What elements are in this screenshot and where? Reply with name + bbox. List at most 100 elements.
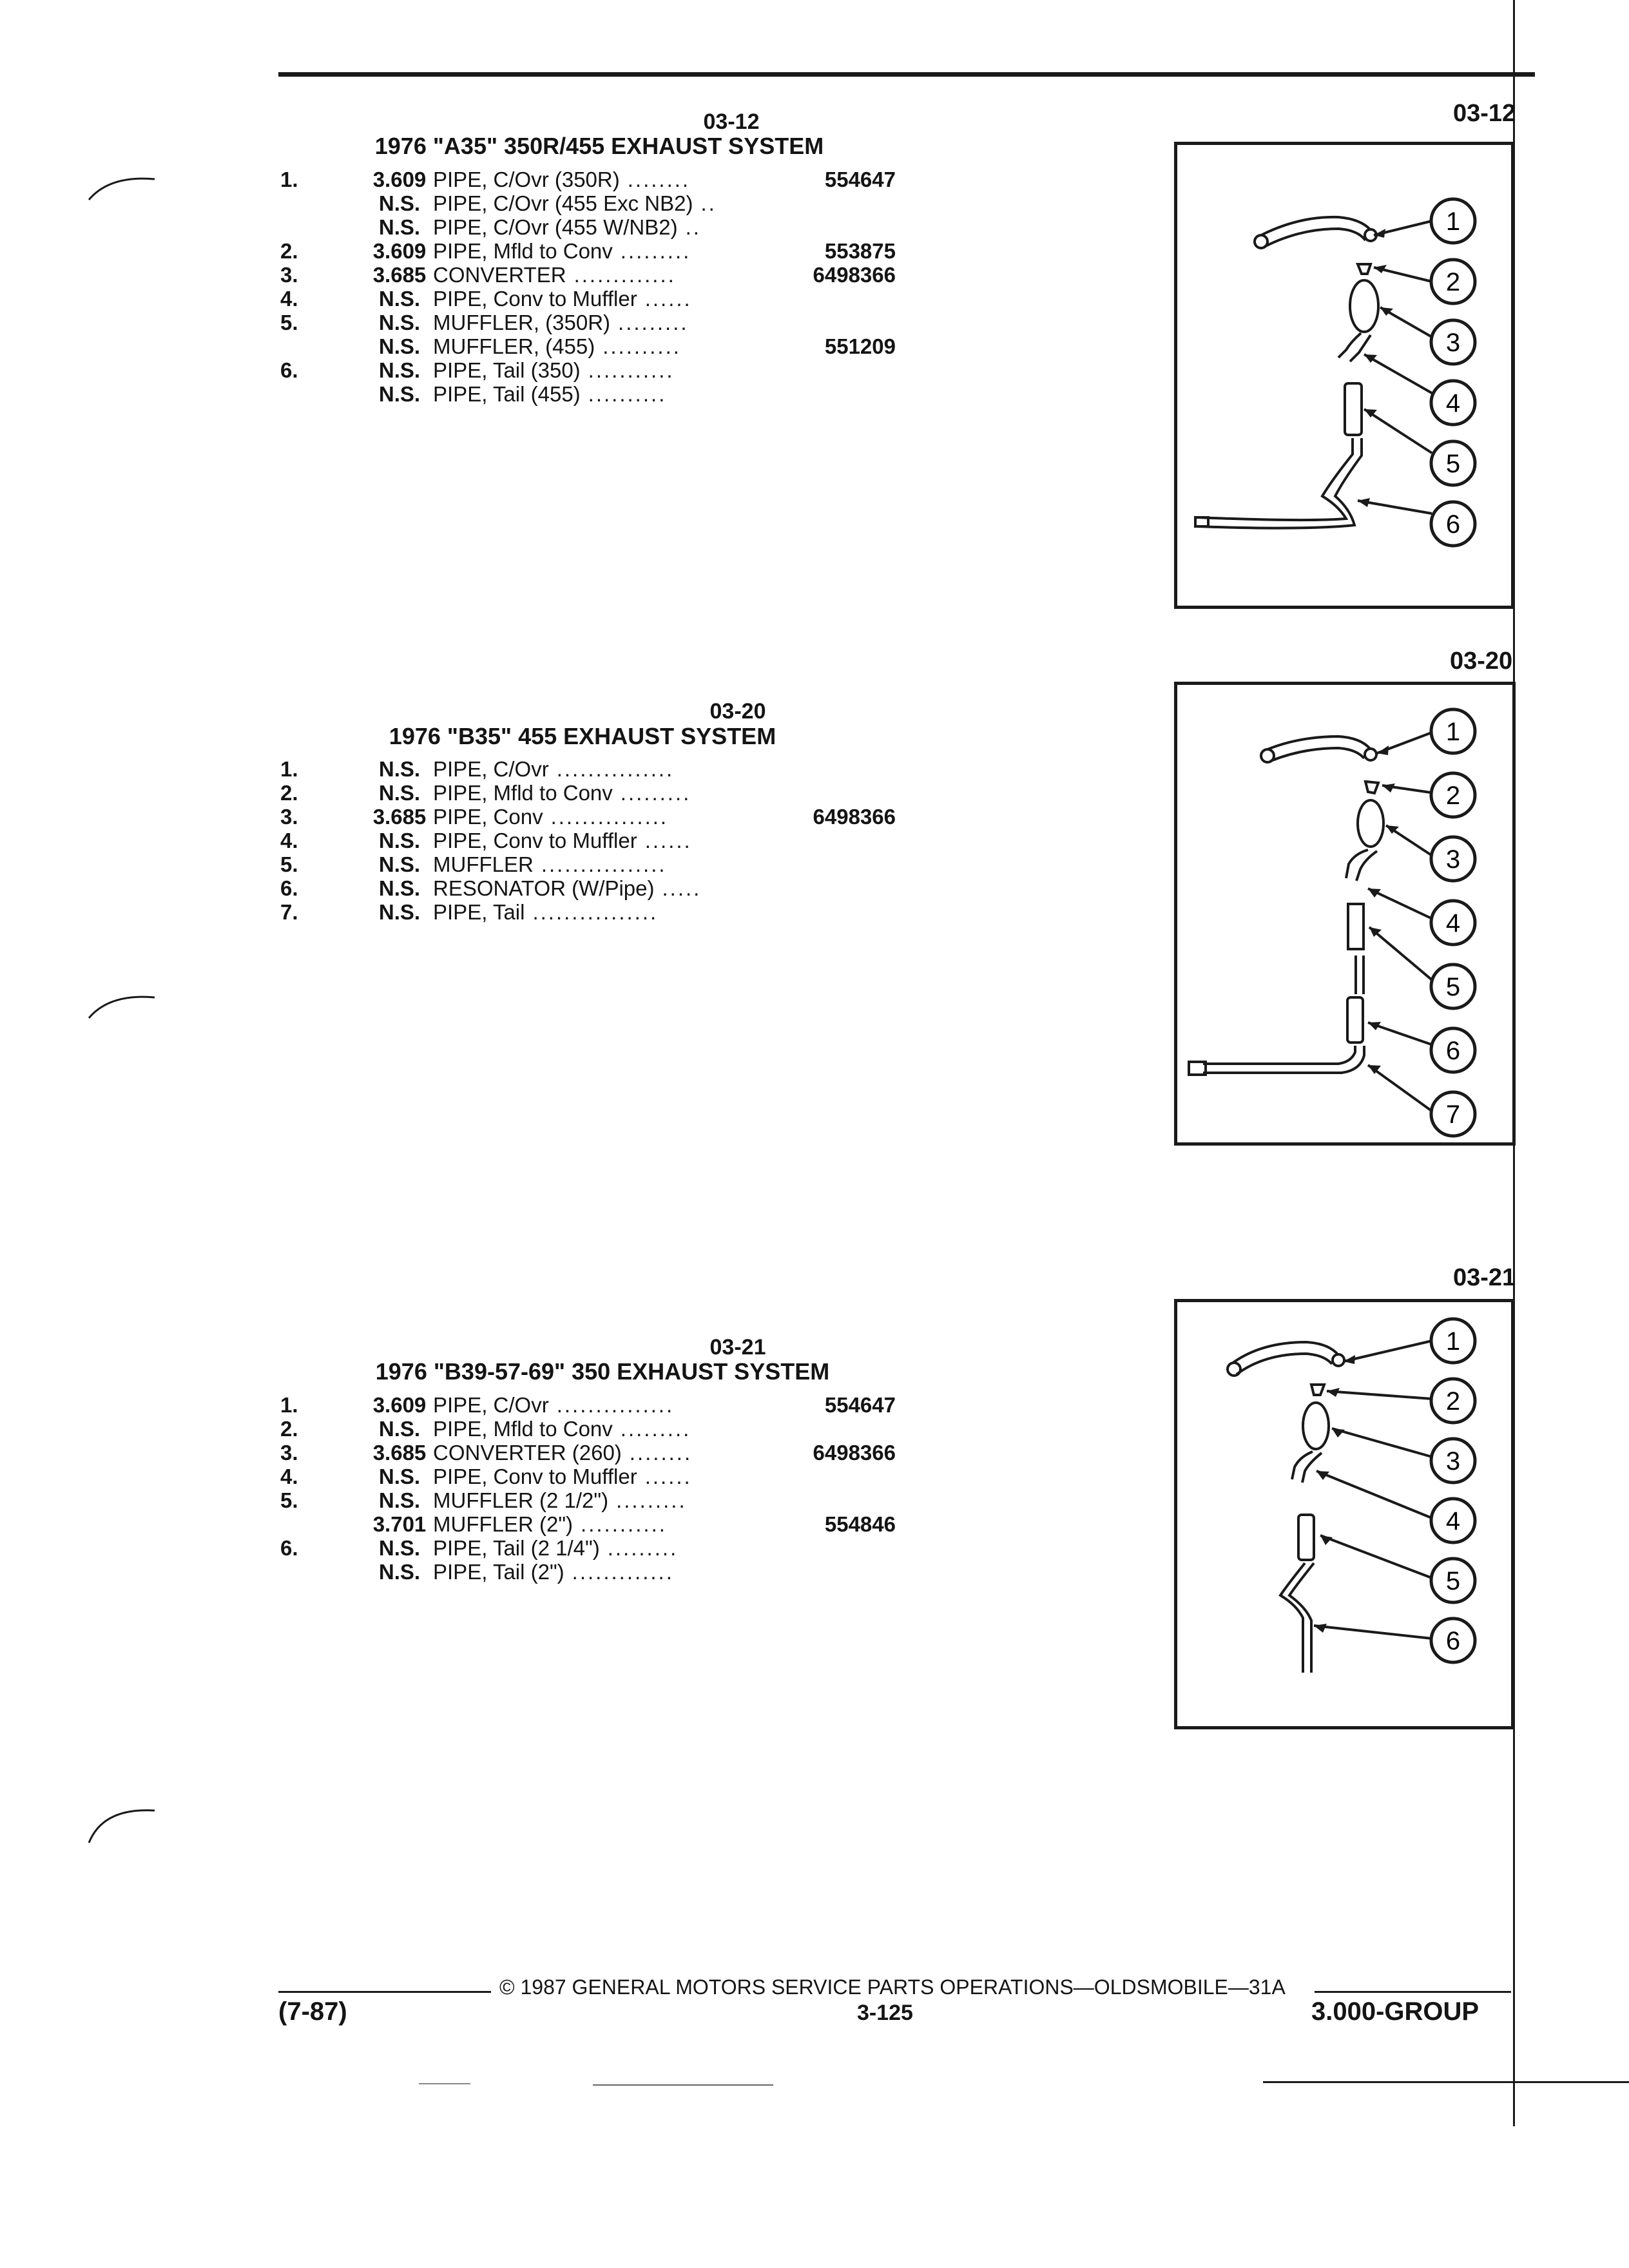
callout-number: 7 <box>1446 1100 1460 1129</box>
group-number: N.S. <box>378 757 421 781</box>
part-number: 551209 <box>824 334 896 358</box>
leader-dots: ......... <box>607 1536 679 1560</box>
part-name: PIPE, C/Ovr <box>433 757 549 781</box>
part-description: CONVERTER............. <box>433 263 676 287</box>
part-description: PIPE, Tail (2 1/4")......... <box>433 1536 678 1560</box>
callout-number: 4 <box>1446 1507 1460 1535</box>
part-description: PIPE, Conv............... <box>433 805 668 829</box>
bottom-line <box>419 2083 470 2084</box>
part-description: PIPE, Tail................ <box>433 900 658 924</box>
callout-number: 6 <box>1446 510 1460 539</box>
part-name: PIPE, Mfld to Conv <box>433 239 613 263</box>
part-number: 554647 <box>824 168 896 191</box>
part-name: PIPE, Tail <box>433 900 525 924</box>
item-number: 5. <box>280 1488 298 1512</box>
part-description: PIPE, Mfld to Conv......... <box>433 239 691 263</box>
section-title: 1976 "A35" 350R/455 EXHAUST SYSTEM <box>374 133 824 159</box>
group-number: N.S. <box>378 287 421 311</box>
group-number: N.S. <box>378 1465 421 1488</box>
item-number: 6. <box>280 876 298 900</box>
part-description: PIPE, Conv to Muffler...... <box>433 829 692 852</box>
figure-tag: 03-20 <box>1450 648 1513 675</box>
callout-circle <box>1429 1437 1477 1485</box>
part-description: PIPE, Tail (2")............. <box>433 1560 674 1584</box>
callout-number: 2 <box>1446 782 1460 810</box>
margin-mark <box>88 177 155 200</box>
part-name: MUFFLER (2") <box>433 1512 574 1536</box>
leader-dots: .. <box>685 215 701 239</box>
leader-dots: ...... <box>644 1465 692 1488</box>
leader-dots: ......... <box>620 781 691 805</box>
group-number: 3.685 <box>372 805 427 829</box>
group-number: N.S. <box>378 900 421 924</box>
group-number: N.S. <box>378 876 421 900</box>
part-description: PIPE, C/Ovr............... <box>433 757 674 781</box>
callout-circle <box>1429 1497 1477 1544</box>
part-description: CONVERTER (260)........ <box>433 1441 692 1465</box>
top-rule <box>278 72 1535 77</box>
callout-number: 1 <box>1446 1327 1460 1356</box>
callout-circle <box>1429 439 1477 487</box>
leader-dots: ................ <box>541 852 667 876</box>
part-number: 6498366 <box>813 805 896 829</box>
callout-number: 5 <box>1446 973 1460 1001</box>
part-name: PIPE, C/Ovr (455 W/NB2) <box>433 215 678 239</box>
callout-circle <box>1429 500 1477 548</box>
part-name: PIPE, Conv to Muffler <box>433 287 637 311</box>
leader-dots: ........ <box>629 1441 693 1465</box>
group-number: 3.685 <box>372 1441 427 1465</box>
callout-circle <box>1429 707 1477 755</box>
leader-dots: ........ <box>627 168 691 191</box>
leader-dots: ........... <box>588 358 675 382</box>
group-number: N.S. <box>378 358 421 382</box>
part-name: PIPE, Tail (455) <box>433 382 581 406</box>
leader-dots: ......... <box>616 1488 687 1512</box>
leader-dots: .......... <box>588 382 667 406</box>
part-description: PIPE, Mfld to Conv......... <box>433 781 691 805</box>
part-name: MUFFLER, (350R) <box>433 311 611 334</box>
item-number: 1. <box>280 757 298 781</box>
part-description: PIPE, C/Ovr (455 W/NB2).. <box>433 215 701 239</box>
callout-circle <box>1429 258 1477 305</box>
figure-tag: 03-12 <box>1453 100 1516 127</box>
footer-rule-right <box>1315 1991 1511 1993</box>
part-name: PIPE, C/Ovr <box>433 1393 549 1417</box>
group-number: 3.701 <box>372 1512 427 1536</box>
revision-date: (7-87) <box>278 1997 347 2026</box>
margin-mark <box>88 995 155 1019</box>
leader-dots: ............... <box>550 805 669 829</box>
callout-number: 4 <box>1446 909 1460 937</box>
section-title: 1976 "B39-57-69" 350 EXHAUST SYSTEM <box>375 1358 830 1385</box>
item-number: 3. <box>280 1441 298 1465</box>
part-number: 6498366 <box>813 1441 896 1465</box>
callout-circle <box>1429 379 1477 427</box>
part-name: MUFFLER <box>433 852 534 876</box>
callout-circle <box>1429 835 1477 883</box>
bottom-line <box>593 2084 773 2086</box>
group-number: N.S. <box>378 1560 421 1584</box>
part-description: PIPE, Tail (350)........... <box>433 358 675 382</box>
part-description: RESONATOR (W/Pipe)..... <box>433 876 701 900</box>
callout-number: 6 <box>1446 1037 1460 1065</box>
part-name: PIPE, Mfld to Conv <box>433 781 613 805</box>
callout-number: 5 <box>1446 1567 1460 1595</box>
callout-number: 5 <box>1446 450 1460 478</box>
item-number: 4. <box>280 829 298 852</box>
leader-dots: ......... <box>620 1417 691 1441</box>
leader-dots: ........... <box>581 1512 667 1536</box>
callout-number: 3 <box>1446 1447 1460 1475</box>
callout-number: 3 <box>1446 329 1460 357</box>
group-number: N.S. <box>378 1536 421 1560</box>
part-description: MUFFLER................ <box>433 852 667 876</box>
leader-dots: ............. <box>572 1560 674 1584</box>
part-name: PIPE, Tail (2 1/4") <box>433 1536 600 1560</box>
part-name: PIPE, C/Ovr (350R) <box>433 168 620 191</box>
group-number: 3.609 <box>372 239 427 263</box>
callout-circle <box>1429 899 1477 947</box>
part-name: CONVERTER (260) <box>433 1441 622 1465</box>
part-description: PIPE, Conv to Muffler...... <box>433 287 692 311</box>
callout-number: 4 <box>1446 389 1460 418</box>
